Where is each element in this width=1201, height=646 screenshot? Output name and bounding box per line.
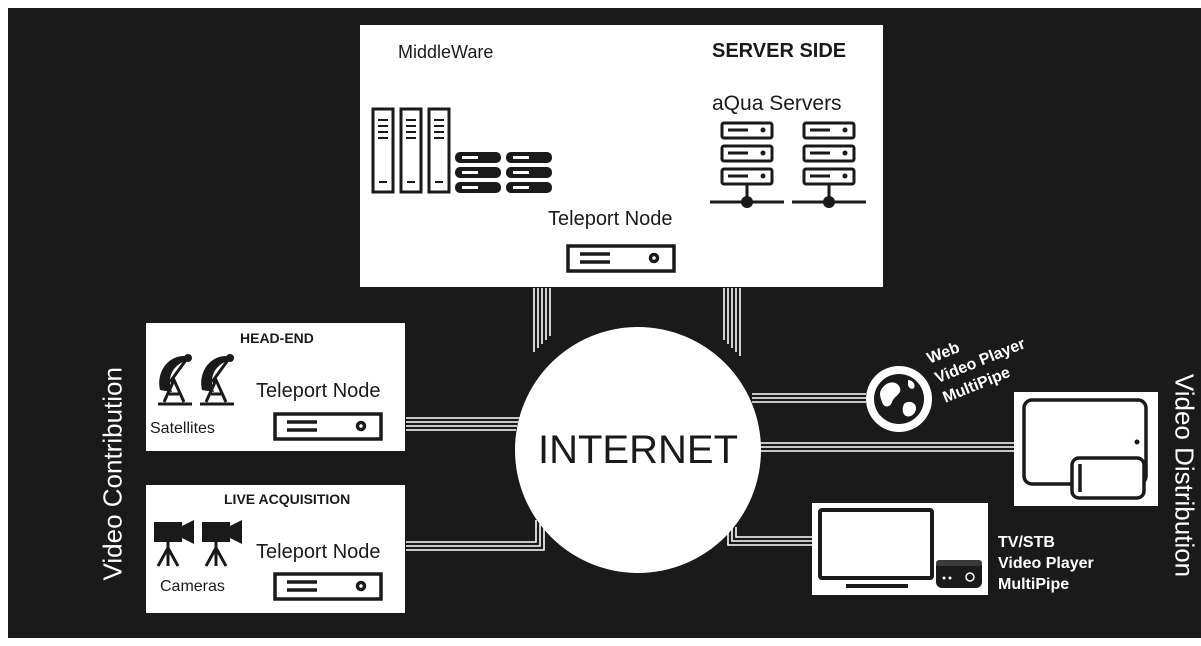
- live-acquisition-title: LIVE ACQUISITION: [224, 491, 351, 507]
- internet-label: INTERNET: [538, 428, 738, 472]
- server-side-title: SERVER SIDE: [712, 40, 847, 62]
- tv-player-label: TV/STB Video Player MultiPipe: [998, 532, 1094, 595]
- video-contribution-label: Video Contribution: [97, 367, 128, 581]
- server-teleport-node-icon: [566, 244, 676, 273]
- server-side-panel: [360, 25, 883, 287]
- tv-label-line2: Video Player: [998, 555, 1094, 572]
- live-teleport-node-icon: [273, 572, 383, 601]
- video-distribution-label: Video Distribution: [1169, 373, 1200, 578]
- server-teleport-node-label: Teleport Node: [548, 208, 673, 230]
- satellites-label: Satellites: [150, 420, 215, 437]
- aqua-servers-label: aQua Servers: [712, 92, 842, 115]
- head-end-teleport-node-label: Teleport Node: [256, 380, 381, 402]
- cameras-label: Cameras: [160, 578, 225, 595]
- tv-label-line3: MultiPipe: [998, 576, 1070, 593]
- tablet-phone-icon: [1022, 398, 1148, 500]
- middleware-label: MiddleWare: [398, 42, 494, 62]
- internet-hub: [515, 327, 761, 573]
- camera-icon: [154, 520, 242, 567]
- aqua-server-rack-icon: [710, 121, 866, 208]
- tv-label-line1: TV/STB: [998, 534, 1055, 551]
- head-end-title: HEAD-END: [240, 330, 314, 346]
- middleware-server-icon: [371, 107, 552, 194]
- globe-icon: [866, 366, 932, 432]
- live-teleport-node-label: Teleport Node: [256, 541, 381, 563]
- head-end-teleport-node-icon: [273, 412, 383, 441]
- tv-stb-icon: [818, 508, 982, 588]
- satellite-dish-icon: [158, 354, 234, 406]
